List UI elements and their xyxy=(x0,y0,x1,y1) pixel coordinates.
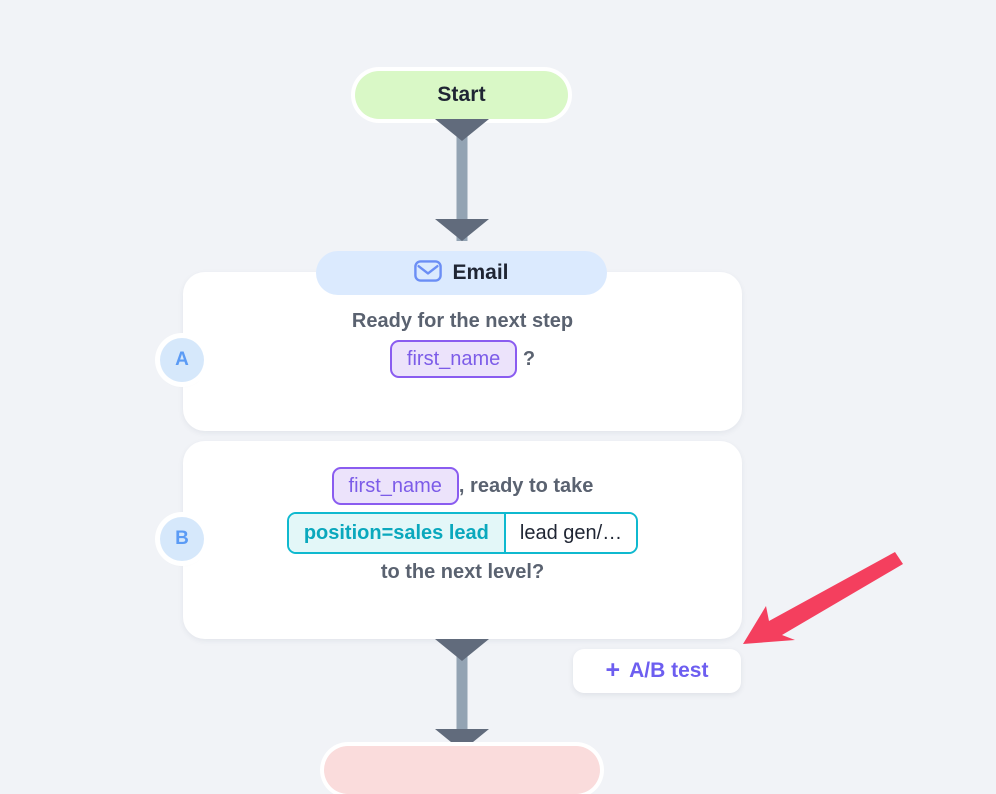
node-end[interactable] xyxy=(324,746,600,794)
message-text: Ready for the next step xyxy=(351,310,574,332)
message-line: first_name , ready to take xyxy=(331,467,594,505)
condition-token-separator xyxy=(503,514,506,552)
condition-token-left: position=sales lead xyxy=(288,514,504,552)
variant-b-message: first_name , ready to take position=sale… xyxy=(183,467,742,584)
envelope-icon xyxy=(414,259,443,288)
connector-email-to-next xyxy=(435,639,489,754)
variant-card-a[interactable]: Ready for the next step first_name ? xyxy=(183,272,742,431)
annotation-arrow xyxy=(735,540,910,655)
condition-token-right: lead gen/… xyxy=(505,514,637,552)
node-start[interactable]: Start xyxy=(355,71,568,119)
message-line: position=sales lead lead gen/… xyxy=(286,512,639,554)
ab-test-label: A/B test xyxy=(629,659,709,682)
start-label: Start xyxy=(437,83,486,106)
add-ab-test-button[interactable]: + A/B test xyxy=(573,649,741,693)
variant-badge-a[interactable]: A xyxy=(160,338,204,382)
message-line: first_name ? xyxy=(389,340,536,378)
variable-token-first-name[interactable]: first_name xyxy=(389,340,518,378)
connector-shaft xyxy=(456,643,468,751)
connector-arrowhead-bottom xyxy=(435,219,489,241)
connector-arrowhead-top xyxy=(435,639,489,661)
connector-start-to-email xyxy=(435,119,489,245)
flow-canvas: Start Ready for the next step first_name… xyxy=(160,71,910,794)
message-text: , ready to take xyxy=(458,474,594,497)
variant-card-b[interactable]: first_name , ready to take position=sale… xyxy=(183,441,742,639)
connector-arrowhead-bottom xyxy=(435,729,489,751)
connector-shaft xyxy=(456,123,468,241)
email-label: Email xyxy=(452,261,509,284)
message-line: to the next level? xyxy=(381,561,544,584)
condition-token[interactable]: position=sales lead lead gen/… xyxy=(286,512,639,554)
message-text: ? xyxy=(517,347,536,370)
connector-arrowhead-top xyxy=(435,119,489,141)
variable-token-first-name[interactable]: first_name xyxy=(331,467,459,505)
node-email-header[interactable]: Email xyxy=(316,251,607,295)
message-text: to the next level? xyxy=(380,561,545,583)
message-line: Ready for the next step xyxy=(352,310,573,333)
variant-badge-b[interactable]: B xyxy=(160,517,204,561)
plus-icon: + xyxy=(605,655,621,684)
variant-a-message: Ready for the next step first_name ? xyxy=(183,310,742,378)
